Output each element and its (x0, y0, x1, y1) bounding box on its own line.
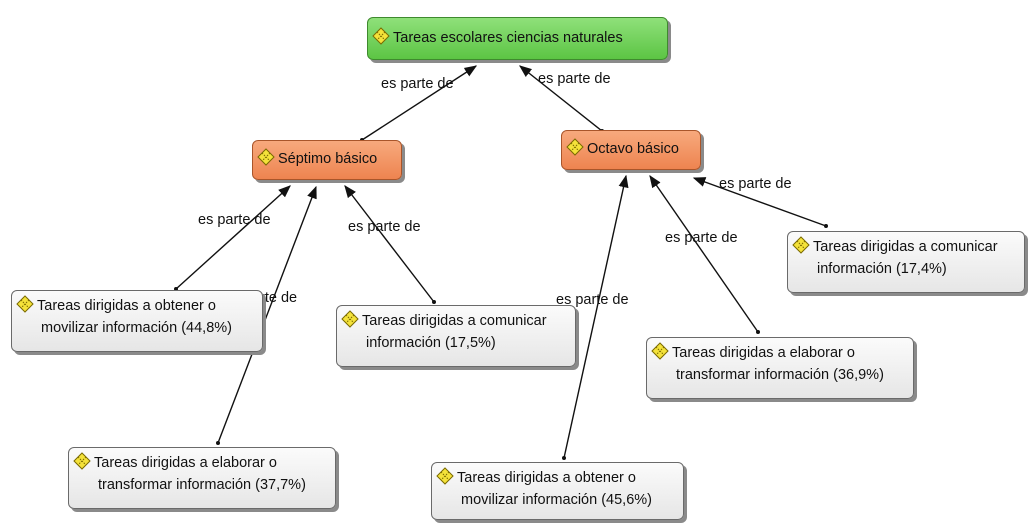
code-quotation-icon (372, 27, 390, 45)
node-septimo-obtener-line1: Tareas dirigidas a obtener o (37, 298, 216, 314)
edge-o-comunicar (692, 177, 827, 227)
edge-s-comunicar (344, 185, 435, 303)
node-octavo-label: Octavo básico (587, 141, 679, 157)
edge-label-s-obtener: es parte de (198, 212, 271, 228)
edge-label-o-elaborar: es parte de (665, 230, 738, 246)
node-octavo-comunicar-line2: información (17,4%) (817, 261, 947, 277)
edge-label-o-obtener: es parte de (556, 292, 629, 308)
edge-octavo-root (519, 65, 603, 132)
code-quotation-icon (436, 467, 454, 485)
edge-septimo-root (361, 65, 478, 141)
node-octavo-elaborar-line1: Tareas dirigidas a elaborar o (672, 345, 855, 361)
node-octavo-comunicar[interactable]: Tareas dirigidas a comunicar información… (787, 231, 1025, 293)
node-septimo-obtener-line2: movilizar información (44,8%) (41, 320, 232, 336)
node-octavo-comunicar-line1: Tareas dirigidas a comunicar (813, 239, 998, 255)
node-octavo-obtener-line1: Tareas dirigidas a obtener o (457, 470, 636, 486)
code-quotation-icon (341, 310, 359, 328)
node-septimo-comunicar-line1: Tareas dirigidas a comunicar (362, 313, 547, 329)
code-quotation-icon (16, 295, 34, 313)
node-septimo-elaborar[interactable]: Tareas dirigidas a elaborar o transforma… (68, 447, 336, 509)
edge-label-s-comunicar: es parte de (348, 219, 421, 235)
edge-label-s-elaborar: rte de (260, 290, 298, 306)
node-septimo-obtener[interactable]: Tareas dirigidas a obtener o movilizar i… (11, 290, 263, 352)
code-quotation-icon (566, 138, 584, 156)
edge-label-septimo-root: es parte de (381, 76, 454, 92)
edge-label-o-comunicar: es parte de (719, 176, 792, 192)
node-septimo-elaborar-line2: transformar información (37,7%) (98, 477, 306, 493)
node-root[interactable]: Tareas escolares ciencias naturales (367, 17, 668, 60)
code-quotation-icon (792, 236, 810, 254)
edge-label-octavo-root: es parte de (538, 71, 611, 87)
edge-s-elaborar (217, 185, 317, 444)
code-quotation-icon (257, 148, 275, 166)
code-quotation-icon (73, 452, 91, 470)
node-octavo-obtener-line2: movilizar información (45,6%) (461, 492, 652, 508)
node-octavo[interactable]: Octavo básico (561, 130, 701, 170)
node-septimo-comunicar-line2: información (17,5%) (366, 335, 496, 351)
edge-s-obtener (175, 185, 291, 290)
edge-o-elaborar (649, 174, 759, 333)
node-octavo-obtener[interactable]: Tareas dirigidas a obtener o movilizar i… (431, 462, 684, 520)
node-septimo-elaborar-line1: Tareas dirigidas a elaborar o (94, 455, 277, 471)
edge-o-obtener (563, 174, 629, 459)
code-quotation-icon (651, 342, 669, 360)
node-septimo-comunicar[interactable]: Tareas dirigidas a comunicar información… (336, 305, 576, 367)
node-octavo-elaborar-line2: transformar información (36,9%) (676, 367, 884, 383)
node-septimo-label: Séptimo básico (278, 151, 378, 167)
node-octavo-elaborar[interactable]: Tareas dirigidas a elaborar o transforma… (646, 337, 914, 399)
node-root-label: Tareas escolares ciencias naturales (393, 30, 623, 46)
node-septimo[interactable]: Séptimo básico (252, 140, 402, 180)
